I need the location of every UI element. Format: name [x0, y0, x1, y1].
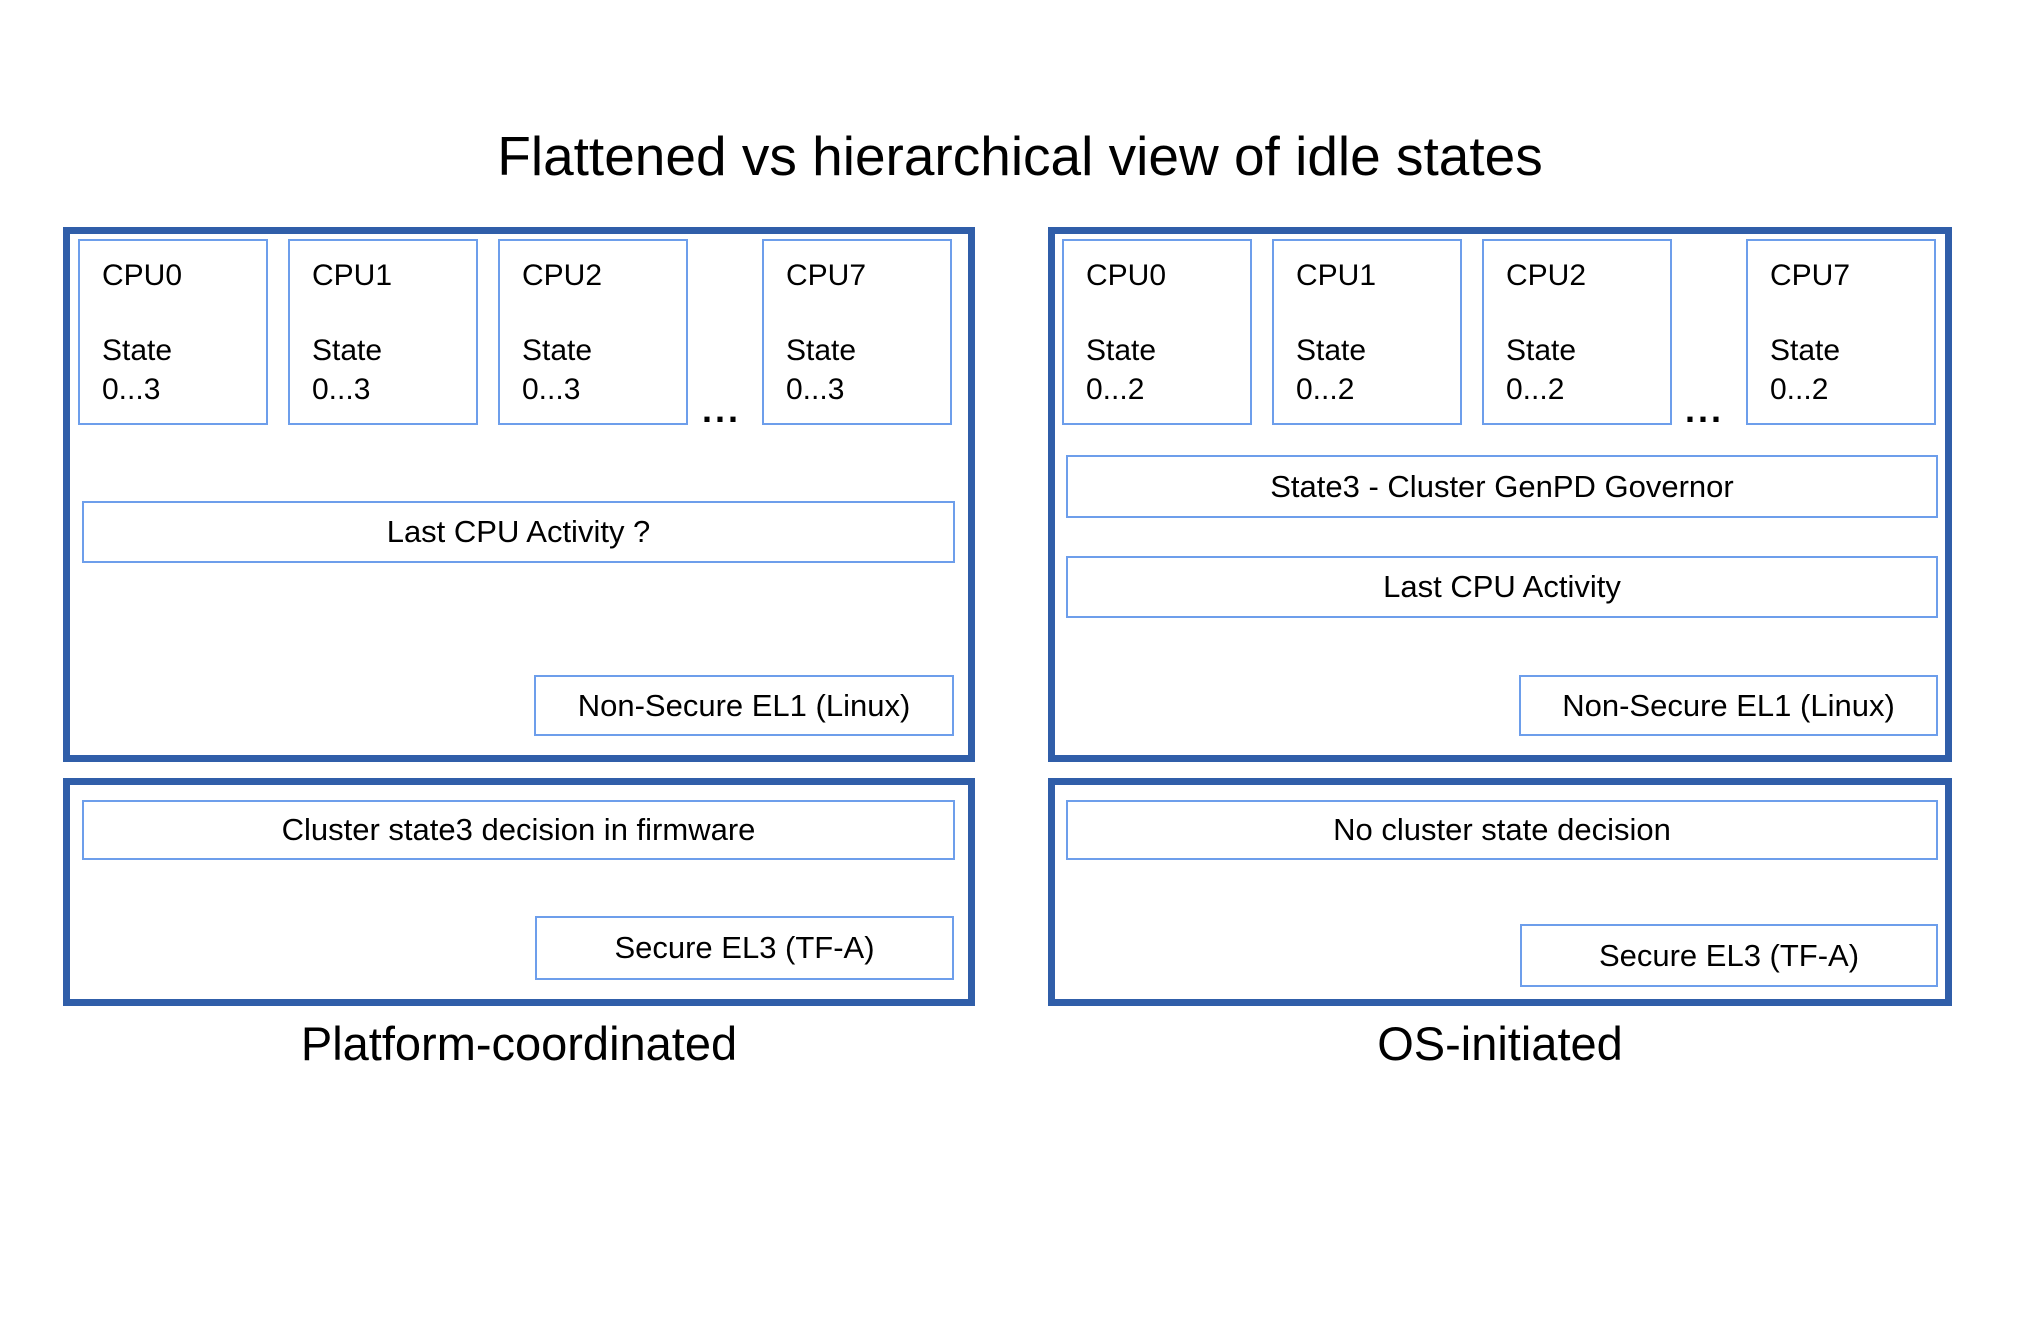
- left-cpu-ellipsis: ...: [702, 389, 742, 430]
- page-title: Flattened vs hierarchical view of idle s…: [497, 125, 1543, 187]
- right-cluster-decision-box: No cluster state decision: [1066, 800, 1938, 860]
- right-genpd-governor-box: State3 - Cluster GenPD Governor: [1066, 455, 1938, 518]
- left-nonsecure-panel: CPU0 State 0...3 CPU1 State 0...3 CPU2 S…: [63, 227, 975, 762]
- cpu-label: CPU0: [1086, 259, 1167, 292]
- right-secure-el3-box: Secure EL3 (TF-A): [1520, 924, 1938, 987]
- cpu-state-label: State 0...3: [522, 334, 593, 406]
- right-caption: OS-initiated: [1377, 1017, 1623, 1070]
- left-cpu0-box: CPU0 State 0...3: [78, 239, 268, 425]
- right-cpu1-box: CPU1 State 0...2: [1272, 239, 1462, 425]
- right-nonsecure-panel: CPU0 State 0...2 CPU1 State 0...2 CPU2 S…: [1048, 227, 1952, 762]
- cpu-state-label: State 0...2: [1506, 334, 1577, 406]
- cpu-state-label: State 0...2: [1770, 334, 1841, 406]
- right-nonsecure-el1-box: Non-Secure EL1 (Linux): [1519, 675, 1938, 736]
- left-cpu1-box: CPU1 State 0...3: [288, 239, 478, 425]
- cpu-state-label: State 0...2: [1086, 334, 1157, 406]
- right-cpu7-box: CPU7 State 0...2: [1746, 239, 1936, 425]
- cpu-label: CPU1: [312, 259, 393, 292]
- left-cluster-decision-box: Cluster state3 decision in firmware: [82, 800, 955, 860]
- right-cpu2-box: CPU2 State 0...2: [1482, 239, 1672, 425]
- left-cpu7-box: CPU7 State 0...3: [762, 239, 952, 425]
- left-secure-panel: Cluster state3 decision in firmware Secu…: [63, 778, 975, 1006]
- right-cpu-ellipsis: ...: [1685, 389, 1725, 430]
- cpu-state-label: State 0...2: [1296, 334, 1367, 406]
- cpu-label: CPU0: [102, 259, 183, 292]
- left-last-cpu-activity-box: Last CPU Activity ?: [82, 501, 955, 563]
- cpu-label: CPU1: [1296, 259, 1377, 292]
- left-cpu2-box: CPU2 State 0...3: [498, 239, 688, 425]
- cpu-label: CPU2: [1506, 259, 1587, 292]
- cpu-state-label: State 0...3: [786, 334, 857, 406]
- cpu-label: CPU7: [786, 259, 867, 292]
- left-secure-el3-box: Secure EL3 (TF-A): [535, 916, 954, 980]
- cpu-label: CPU2: [522, 259, 603, 292]
- right-secure-panel: No cluster state decision Secure EL3 (TF…: [1048, 778, 1952, 1006]
- cpu-state-label: State 0...3: [102, 334, 173, 406]
- right-cpu0-box: CPU0 State 0...2: [1062, 239, 1252, 425]
- left-nonsecure-el1-box: Non-Secure EL1 (Linux): [534, 675, 954, 736]
- cpu-label: CPU7: [1770, 259, 1851, 292]
- left-caption: Platform-coordinated: [300, 1017, 738, 1070]
- right-last-cpu-activity-box: Last CPU Activity: [1066, 556, 1938, 618]
- cpu-state-label: State 0...3: [312, 334, 383, 406]
